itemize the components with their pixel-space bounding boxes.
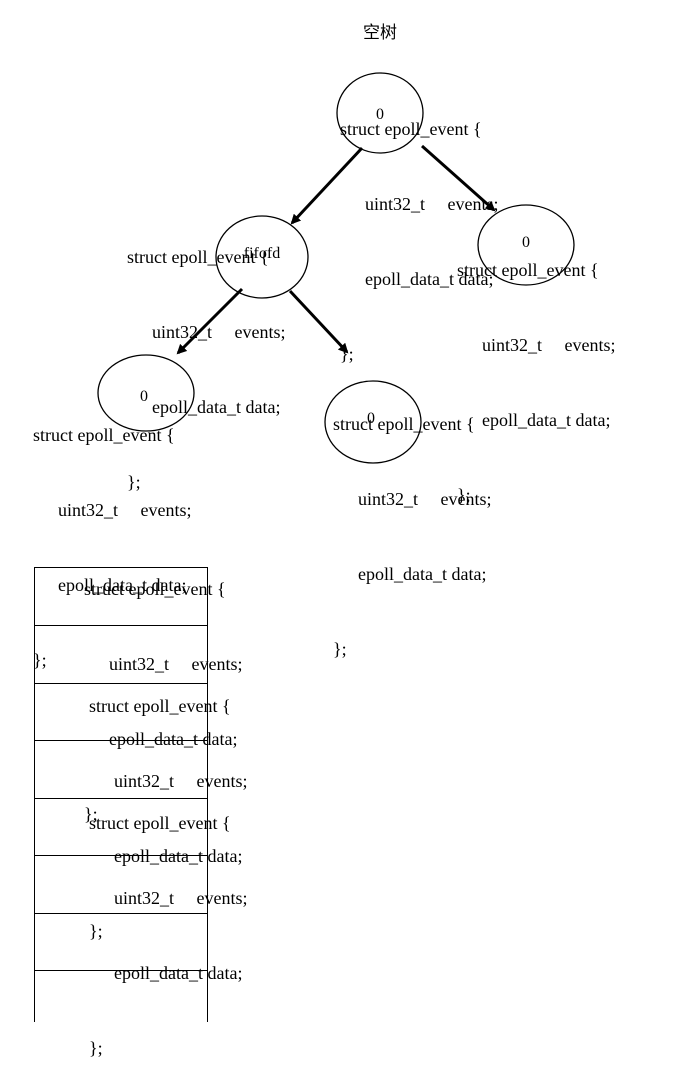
struct-line: struct epoll_event {	[84, 579, 226, 599]
struct-line: };	[33, 650, 47, 670]
struct-line: struct epoll_event {	[127, 247, 269, 267]
list-entry-struct-3: struct epoll_event { uint32_t events; ep…	[89, 761, 248, 1086]
ready-list-array	[34, 567, 208, 1022]
list-entry-struct-1: struct epoll_event { uint32_t events; ep…	[84, 527, 243, 852]
struct-line: };	[127, 472, 141, 492]
struct-line: epoll_data_t data;	[109, 729, 238, 749]
struct-line: struct epoll_event {	[340, 119, 482, 139]
struct-line: struct epoll_event {	[457, 260, 599, 280]
tree-node-struct-left-left: struct epoll_event { uint32_t events; ep…	[33, 373, 192, 698]
tree-node-label-right: 0	[522, 234, 530, 251]
tree-node-label-root: 0	[376, 106, 384, 123]
edge-root-right	[421, 144, 496, 212]
struct-line: epoll_data_t data;	[114, 846, 243, 866]
struct-line: epoll_data_t data;	[482, 410, 611, 430]
struct-line: };	[457, 485, 471, 505]
struct-line: struct epoll_event {	[333, 414, 475, 434]
struct-line: };	[89, 1038, 103, 1058]
struct-line: };	[340, 344, 354, 364]
struct-line: epoll_data_t data;	[358, 564, 487, 584]
tree-node-struct-left-right: struct epoll_event { uint32_t events; ep…	[333, 362, 492, 687]
struct-line: uint32_t events;	[358, 489, 492, 509]
diagram-title: 空树	[363, 23, 397, 43]
edge-root-left	[290, 146, 364, 225]
struct-line: uint32_t events;	[482, 335, 616, 355]
tree-node-circle-left	[215, 215, 309, 299]
tree-node-label-left-right: 0	[367, 410, 375, 427]
struct-line: uint32_t events;	[365, 194, 499, 214]
struct-line: struct epoll_event {	[89, 696, 231, 716]
ready-list-slot-divider	[35, 683, 207, 684]
tree-node-label-left: fifofd	[243, 245, 281, 262]
tree-node-struct-root: struct epoll_event { uint32_t events; ep…	[340, 67, 499, 392]
struct-line: uint32_t events;	[109, 654, 243, 674]
tree-node-circle-right	[477, 204, 575, 286]
tree-node-struct-right: struct epoll_event { uint32_t events; ep…	[457, 208, 616, 533]
ready-list-slot-divider	[35, 740, 207, 741]
struct-line: epoll_data_t data;	[365, 269, 494, 289]
edge-left-leftright	[288, 289, 349, 354]
tree-node-circle-left-left	[97, 354, 195, 432]
tree-diagram-canvas	[97, 72, 575, 464]
tree-node-struct-left: struct epoll_event { uint32_t events; ep…	[127, 195, 286, 520]
tree-node-circle-root	[336, 72, 424, 154]
struct-line: struct epoll_event {	[33, 425, 175, 445]
struct-line: struct epoll_event {	[89, 813, 231, 833]
tree-node-label-left-left: 0	[140, 388, 148, 405]
list-entry-struct-2: struct epoll_event { uint32_t events; ep…	[89, 644, 248, 969]
ready-list-slot-divider	[35, 798, 207, 799]
struct-line: uint32_t events;	[152, 322, 286, 342]
struct-line: };	[333, 639, 347, 659]
ready-list-slot-divider	[35, 855, 207, 856]
struct-line: epoll_data_t data;	[58, 575, 187, 595]
tree-node-circle-left-right	[324, 380, 422, 464]
struct-line: epoll_data_t data;	[152, 397, 281, 417]
struct-line: epoll_data_t data;	[114, 963, 243, 983]
struct-line: uint32_t events;	[114, 771, 248, 791]
ready-list-slot-divider	[35, 970, 207, 971]
edge-left-leftleft	[176, 287, 244, 355]
ready-list-slot-divider	[35, 625, 207, 626]
struct-line: uint32_t events;	[58, 500, 192, 520]
struct-line: };	[84, 804, 98, 824]
ready-list-slot-divider	[35, 913, 207, 914]
struct-line: };	[89, 921, 103, 941]
struct-line: uint32_t events;	[114, 888, 248, 908]
